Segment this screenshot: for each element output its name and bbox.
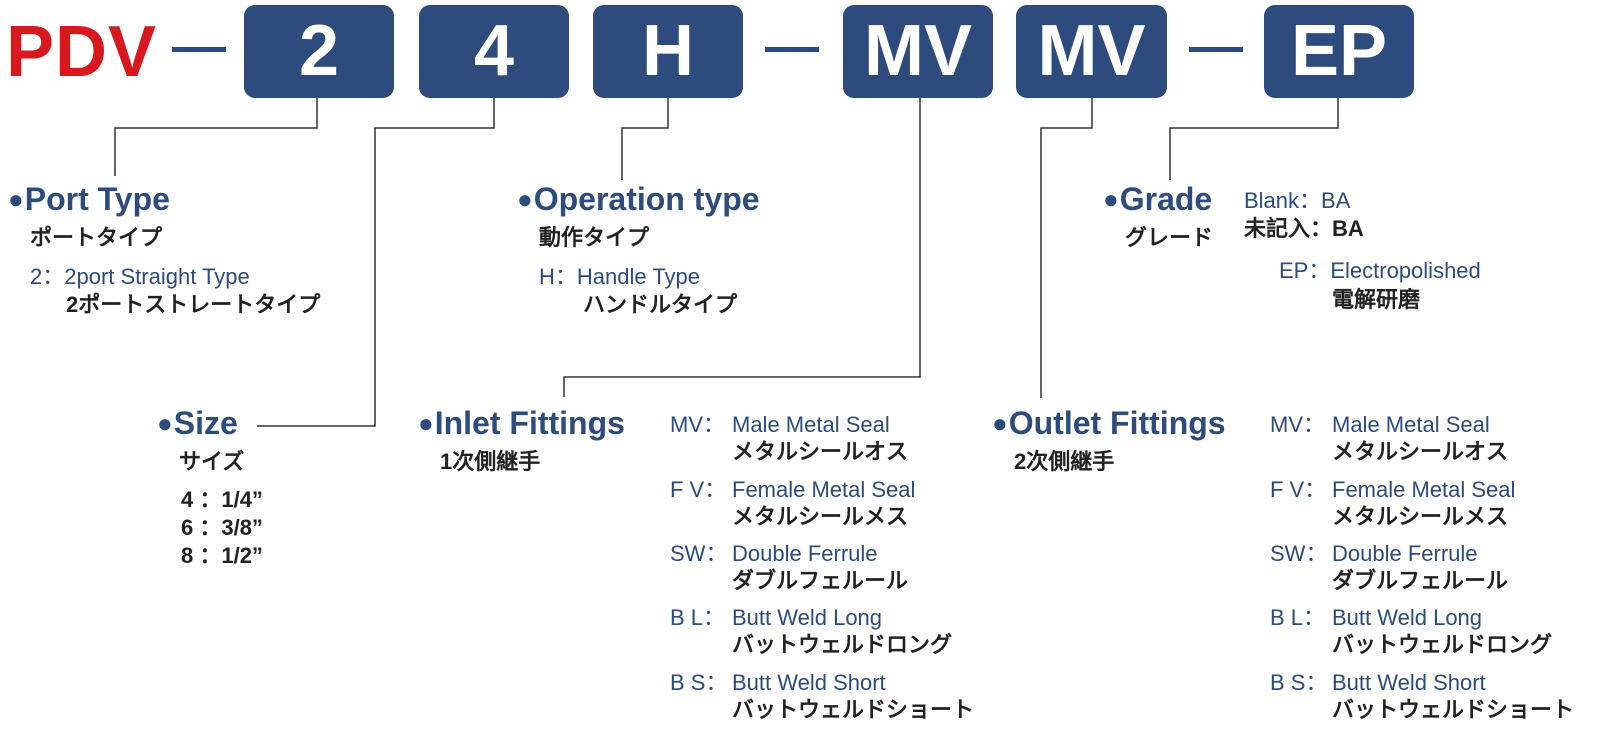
port-type-heading: ●Port Type	[8, 181, 170, 217]
inlet-title-jp: 1次側継手	[440, 449, 541, 474]
outlet-option-jp: バットウェルドショート	[1332, 697, 1575, 722]
code-prefix: PDV	[6, 12, 158, 92]
bullet-icon: ●	[8, 184, 24, 214]
bullet-icon: ●	[157, 408, 173, 438]
outlet-option-jp: メタルシールオス	[1332, 439, 1509, 464]
bullet-icon: ●	[992, 408, 1008, 438]
inlet-option-desc: Butt Weld Long	[732, 605, 883, 630]
inlet-option-code: B L：	[670, 605, 726, 630]
outlet-option-desc: Butt Weld Long	[1332, 605, 1483, 630]
port-type-title: Port Type	[24, 181, 170, 217]
inlet-option-desc: Double Ferrule	[732, 541, 878, 566]
port-type-option-code: 2：2port Straight Type	[30, 264, 250, 289]
size-option: 8 ：1/2”	[181, 543, 263, 568]
size-option: 4 ：1/4”	[181, 487, 263, 512]
inlet-option-code: B S：	[670, 670, 728, 695]
size-title-jp: サイズ	[179, 449, 245, 474]
connector-grade	[1169, 98, 1339, 180]
inlet-option: B S： Butt Weld Short バットウェルドショート	[670, 670, 990, 726]
outlet-option-desc: Double Ferrule	[1332, 541, 1478, 566]
port-type-title-jp: ポートタイプ	[30, 225, 163, 250]
connector-port-type	[114, 98, 318, 176]
inlet-option-code: SW：	[670, 541, 728, 566]
bullet-icon: ●	[418, 408, 434, 438]
inlet-option-desc: Male Metal Seal	[732, 412, 890, 437]
inlet-option-jp: メタルシールオス	[732, 439, 909, 464]
operation-type-option-jp: ハンドルタイプ	[583, 292, 738, 317]
separator-dash	[1189, 47, 1243, 52]
outlet-option-desc: Butt Weld Short	[1332, 670, 1486, 695]
separator-dash	[765, 47, 819, 52]
outlet-option: F V： Female Metal Seal メタルシールメス	[1270, 477, 1590, 533]
code-box-size: 4	[419, 5, 569, 98]
inlet-option: SW： Double Ferrule ダブルフェルール	[670, 541, 990, 597]
bullet-icon: ●	[517, 184, 533, 214]
outlet-title: Outlet Fittings	[1008, 405, 1226, 441]
outlet-option-jp: ダブルフェルール	[1332, 568, 1509, 593]
port-type-option-jp: 2ポートストレートタイプ	[66, 292, 321, 317]
inlet-option-jp: メタルシールメス	[732, 504, 909, 529]
inlet-title: Inlet Fittings	[434, 405, 625, 441]
connector-inlet	[563, 98, 921, 397]
outlet-option-code: SW：	[1270, 541, 1328, 566]
outlet-option-jp: メタルシールメス	[1332, 504, 1509, 529]
inlet-option-desc: Butt Weld Short	[732, 670, 886, 695]
size-title: Size	[173, 405, 238, 441]
grade-blank-en: Blank：BA	[1244, 188, 1351, 213]
outlet-option-code: MV：	[1270, 412, 1326, 437]
outlet-option-code: B S：	[1270, 670, 1328, 695]
inlet-option-jp: ダブルフェルール	[732, 568, 909, 593]
inlet-heading: ●Inlet Fittings	[418, 405, 625, 441]
code-box-port-type: 2	[244, 5, 394, 98]
operation-type-heading: ●Operation type	[517, 181, 760, 217]
separator-dash	[172, 47, 226, 52]
code-box-outlet: MV	[1016, 5, 1167, 98]
inlet-option-desc: Female Metal Seal	[732, 477, 916, 502]
outlet-option: B S： Butt Weld Short バットウェルドショート	[1270, 670, 1590, 726]
grade-ep-jp: 電解研磨	[1332, 287, 1421, 312]
inlet-option: B L： Butt Weld Long バットウェルドロング	[670, 605, 990, 661]
outlet-title-jp: 2次側継手	[1014, 449, 1115, 474]
operation-type-option-code: H：Handle Type	[539, 264, 701, 289]
inlet-option-code: F V：	[670, 477, 727, 502]
bullet-icon: ●	[1103, 184, 1119, 214]
code-box-grade: EP	[1264, 5, 1414, 98]
inlet-option-jp: バットウェルドショート	[732, 697, 975, 722]
inlet-option: F V： Female Metal Seal メタルシールメス	[670, 477, 990, 533]
outlet-option-desc: Female Metal Seal	[1332, 477, 1516, 502]
outlet-option: MV： Male Metal Seal メタルシールオス	[1270, 412, 1590, 468]
operation-type-title: Operation type	[533, 181, 760, 217]
connector-outlet	[1040, 98, 1093, 398]
grade-blank-jp: 未記入：BA	[1244, 216, 1364, 241]
code-box-inlet: MV	[843, 5, 993, 98]
size-heading: ●Size	[157, 405, 238, 441]
grade-ep-code: EP：Electropolished	[1279, 258, 1481, 283]
grade-title-jp: グレード	[1125, 225, 1214, 250]
operation-type-title-jp: 動作タイプ	[539, 225, 650, 250]
inlet-option-jp: バットウェルドロング	[732, 632, 953, 657]
inlet-option-code: MV：	[670, 412, 726, 437]
outlet-option-desc: Male Metal Seal	[1332, 412, 1490, 437]
connector-operation	[621, 98, 669, 180]
grade-title: Grade	[1119, 181, 1213, 217]
outlet-option-code: F V：	[1270, 477, 1327, 502]
outlet-option: B L： Butt Weld Long バットウェルドロング	[1270, 605, 1590, 661]
outlet-option-code: B L：	[1270, 605, 1326, 630]
grade-heading: ●Grade	[1103, 181, 1212, 217]
inlet-option: MV： Male Metal Seal メタルシールオス	[670, 412, 990, 468]
code-box-operation: H	[593, 5, 743, 98]
size-option: 6 ：3/8”	[181, 515, 263, 540]
outlet-option: SW： Double Ferrule ダブルフェルール	[1270, 541, 1590, 597]
outlet-heading: ●Outlet Fittings	[992, 405, 1226, 441]
outlet-option-jp: バットウェルドロング	[1332, 632, 1553, 657]
connector-size	[257, 98, 495, 427]
